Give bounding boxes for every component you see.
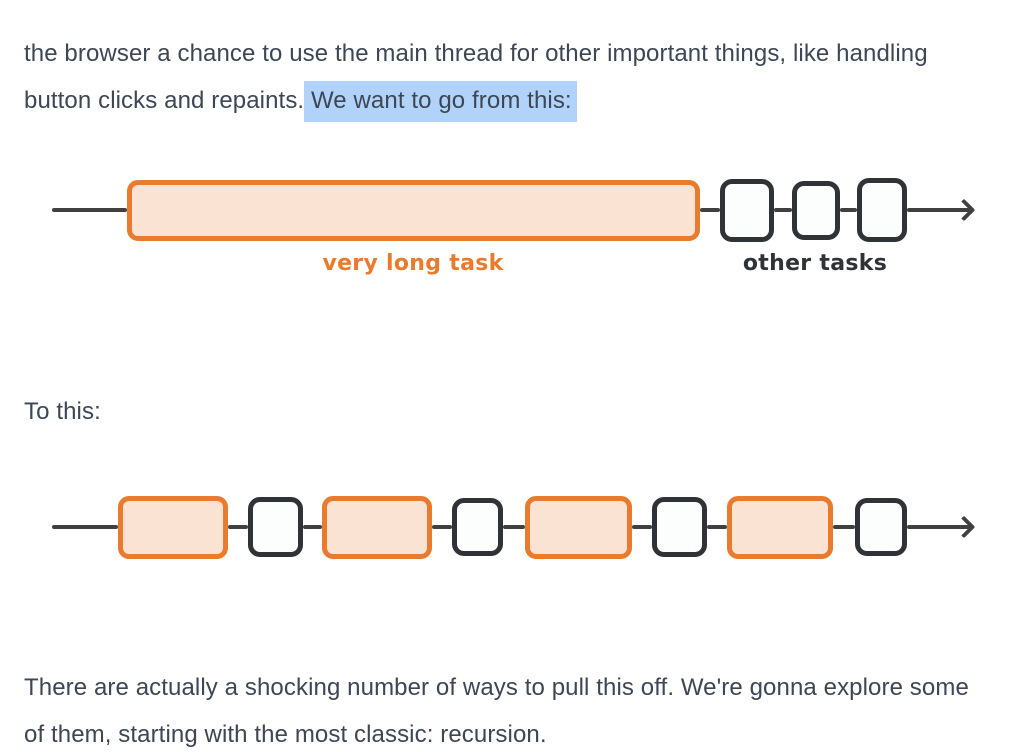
to-this-text: To this:	[24, 398, 101, 425]
paragraph-intro: the browser a chance to use the main thr…	[24, 30, 1004, 124]
diagram-split-tasks-timeline	[52, 494, 973, 560]
very-long-task-label: very long task	[322, 251, 504, 276]
arrow-right-icon	[907, 208, 973, 212]
timeline-line	[632, 525, 652, 529]
arrow-right-icon	[907, 525, 973, 529]
long-task-block	[322, 495, 432, 559]
paragraph-intro-line1: the browser a chance to use the main thr…	[24, 40, 928, 67]
timeline-line	[503, 525, 525, 529]
diagram-long-task-timeline	[52, 177, 973, 243]
selection-highlight: We want to go from this:	[304, 81, 577, 122]
timeline-line	[52, 208, 127, 212]
timeline-line	[833, 525, 855, 529]
long-task-block	[118, 495, 228, 559]
other-task-block	[720, 178, 774, 242]
other-task-block	[857, 178, 907, 242]
other-task-block	[248, 497, 303, 557]
timeline-line	[707, 525, 727, 529]
timeline-line	[432, 525, 452, 529]
paragraph-outro-line1: There are actually a shocking number of …	[24, 674, 969, 701]
paragraph-outro: There are actually a shocking number of …	[24, 664, 1004, 752]
paragraph-outro-line2: of them, starting with the most classic:…	[24, 721, 547, 748]
timeline-line	[700, 208, 720, 212]
paragraph-intro-line2: button clicks and repaints.	[24, 87, 305, 114]
other-task-block	[652, 497, 707, 557]
timeline-line	[52, 525, 118, 529]
other-task-block	[855, 498, 907, 556]
long-task-block	[127, 179, 700, 241]
other-task-block	[452, 498, 503, 556]
long-task-block	[727, 495, 833, 559]
timeline-line	[774, 208, 792, 212]
timeline-line	[303, 525, 322, 529]
timeline-line	[228, 525, 248, 529]
timeline-line	[840, 208, 857, 212]
long-task-block	[525, 495, 632, 559]
other-task-block	[792, 180, 840, 240]
other-tasks-label: other tasks	[742, 251, 888, 276]
